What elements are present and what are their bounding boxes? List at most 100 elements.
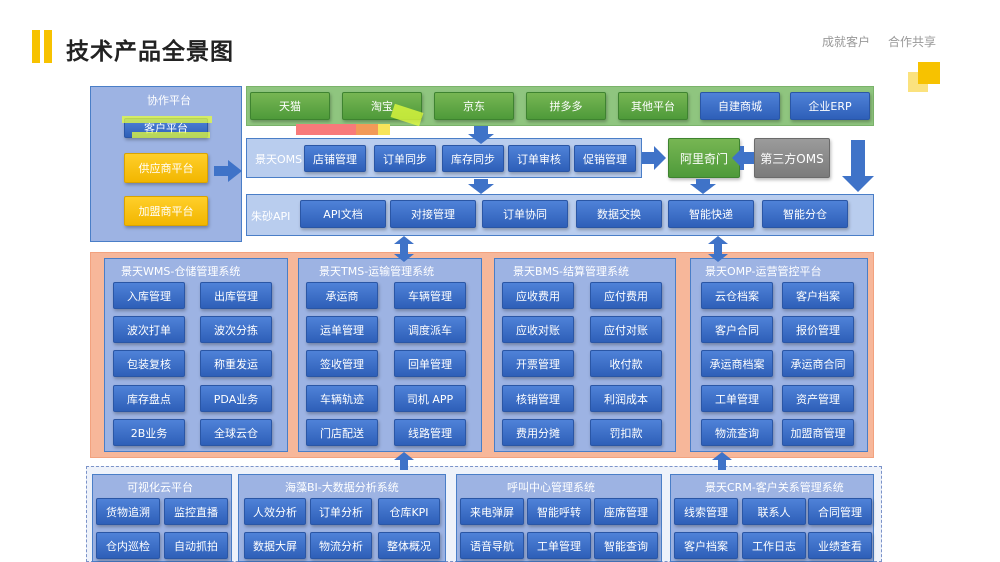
omp-franchise-button[interactable]: 加盟商管理 — [782, 419, 854, 446]
highlight-mark — [132, 132, 210, 138]
wms-pda-button[interactable]: PDA业务 — [200, 385, 272, 412]
omp-title: 景天OMP-运营管控平台 — [705, 265, 822, 278]
bms-cost-allocation-button[interactable]: 费用分摊 — [502, 419, 574, 446]
call-ivr-button[interactable]: 语音导航 — [460, 532, 524, 559]
omp-carrier-contract-button[interactable]: 承运商合同 — [782, 350, 854, 377]
bms-payable-recon-button[interactable]: 应付对账 — [590, 316, 662, 343]
wms-weigh-ship-button[interactable]: 称重发运 — [200, 350, 272, 377]
bi-warehouse-kpi-button[interactable]: 仓库KPI — [378, 498, 440, 525]
tms-dispatch-button[interactable]: 调度派车 — [394, 316, 466, 343]
oms-promotion-button[interactable]: 促销管理 — [574, 145, 636, 172]
api-data-exchange-button[interactable]: 数据交换 — [576, 200, 662, 228]
omp-asset-button[interactable]: 资产管理 — [782, 385, 854, 412]
collab-platform-title: 协作平台 — [147, 94, 191, 107]
oms-store-management-button[interactable]: 店铺管理 — [304, 145, 366, 172]
bi-overview-button[interactable]: 整体概况 — [378, 532, 440, 559]
call-smart-transfer-button[interactable]: 智能呼转 — [527, 498, 591, 525]
franchise-platform-button[interactable]: 加盟商平台 — [124, 196, 208, 226]
call-smart-query-button[interactable]: 智能查询 — [594, 532, 658, 559]
bms-receivable-fee-button[interactable]: 应收费用 — [502, 282, 574, 309]
bms-invoice-button[interactable]: 开票管理 — [502, 350, 574, 377]
channel-other-button[interactable]: 其他平台 — [618, 92, 688, 120]
tms-track-button[interactable]: 车辆轨迹 — [306, 385, 378, 412]
api-order-collab-button[interactable]: 订单协同 — [482, 200, 568, 228]
oms-inventory-sync-button[interactable]: 库存同步 — [442, 145, 504, 172]
api-smart-warehouse-button[interactable]: 智能分仓 — [762, 200, 848, 228]
omp-quote-button[interactable]: 报价管理 — [782, 316, 854, 343]
channel-jd-button[interactable]: 京东 — [434, 92, 514, 120]
tms-driver-app-button[interactable]: 司机 APP — [394, 385, 466, 412]
visual-cloud-title: 可视化云平台 — [127, 481, 193, 494]
bi-efficiency-button[interactable]: 人效分析 — [244, 498, 306, 525]
crm-performance-button[interactable]: 业绩查看 — [808, 532, 872, 559]
channel-own-mall-button[interactable]: 自建商城 — [700, 92, 780, 120]
bms-payment-button[interactable]: 收付款 — [590, 350, 662, 377]
wms-wave-sort-button[interactable]: 波次分拣 — [200, 316, 272, 343]
tms-store-delivery-button[interactable]: 门店配送 — [306, 419, 378, 446]
third-party-oms-button[interactable]: 第三方OMS — [754, 138, 830, 178]
crm-contract-button[interactable]: 合同管理 — [808, 498, 872, 525]
wms-pack-check-button[interactable]: 包装复核 — [113, 350, 185, 377]
vis-patrol-button[interactable]: 仓内巡检 — [96, 532, 160, 559]
channel-tmall-button[interactable]: 天猫 — [250, 92, 330, 120]
crm-title: 景天CRM-客户关系管理系统 — [705, 481, 844, 494]
supplier-platform-button[interactable]: 供应商平台 — [124, 153, 208, 183]
arrow-right-icon — [642, 146, 666, 170]
call-popup-button[interactable]: 来电弹屏 — [460, 498, 524, 525]
omp-customer-contract-button[interactable]: 客户合同 — [701, 316, 773, 343]
bms-writeoff-button[interactable]: 核销管理 — [502, 385, 574, 412]
crm-worklog-button[interactable]: 工作日志 — [742, 532, 806, 559]
call-ticket-button[interactable]: 工单管理 — [527, 532, 591, 559]
title-accent-bar — [44, 30, 52, 63]
bms-profit-cost-button[interactable]: 利润成本 — [590, 385, 662, 412]
omp-customer-archive-button[interactable]: 客户档案 — [782, 282, 854, 309]
bms-payable-fee-button[interactable]: 应付费用 — [590, 282, 662, 309]
arrow-left-icon — [740, 146, 754, 170]
wms-2b-button[interactable]: 2B业务 — [113, 419, 185, 446]
bi-logistics-analysis-button[interactable]: 物流分析 — [310, 532, 372, 559]
arrow-down-icon — [468, 179, 494, 194]
crm-contact-button[interactable]: 联系人 — [742, 498, 806, 525]
tms-vehicle-button[interactable]: 车辆管理 — [394, 282, 466, 309]
arrow-down-icon — [842, 140, 874, 192]
bi-order-analysis-button[interactable]: 订单分析 — [310, 498, 372, 525]
color-mark-yellow — [378, 124, 390, 135]
wms-outbound-button[interactable]: 出库管理 — [200, 282, 272, 309]
wms-stocktake-button[interactable]: 库存盘点 — [113, 385, 185, 412]
omp-ticket-button[interactable]: 工单管理 — [701, 385, 773, 412]
omp-warehouse-archive-button[interactable]: 云仓档案 — [701, 282, 773, 309]
api-smart-express-button[interactable]: 智能快递 — [668, 200, 754, 228]
tms-receipt-button[interactable]: 回单管理 — [394, 350, 466, 377]
call-seat-button[interactable]: 座席管理 — [594, 498, 658, 525]
tms-route-button[interactable]: 线路管理 — [394, 419, 466, 446]
tms-waybill-button[interactable]: 运单管理 — [306, 316, 378, 343]
channel-pdd-button[interactable]: 拼多多 — [526, 92, 606, 120]
wms-title: 景天WMS-仓储管理系统 — [121, 265, 241, 278]
oms-order-review-button[interactable]: 订单审核 — [508, 145, 570, 172]
crm-customer-archive-button[interactable]: 客户档案 — [674, 532, 738, 559]
color-mark-red — [296, 124, 356, 135]
vis-live-button[interactable]: 监控直播 — [164, 498, 228, 525]
api-docs-button[interactable]: API文档 — [300, 200, 386, 228]
channel-erp-button[interactable]: 企业ERP — [790, 92, 870, 120]
tms-signoff-button[interactable]: 签收管理 — [306, 350, 378, 377]
oms-order-sync-button[interactable]: 订单同步 — [374, 145, 436, 172]
ali-qimen-button[interactable]: 阿里奇门 — [668, 138, 740, 178]
crm-lead-button[interactable]: 线索管理 — [674, 498, 738, 525]
bms-receivable-recon-button[interactable]: 应收对账 — [502, 316, 574, 343]
vis-snapshot-button[interactable]: 自动抓拍 — [164, 532, 228, 559]
api-integration-button[interactable]: 对接管理 — [390, 200, 476, 228]
bms-penalty-button[interactable]: 罚扣款 — [590, 419, 662, 446]
omp-logistics-query-button[interactable]: 物流查询 — [701, 419, 773, 446]
nav-link-success[interactable]: 成就客户 — [822, 35, 871, 49]
vis-trace-button[interactable]: 货物追溯 — [96, 498, 160, 525]
omp-carrier-archive-button[interactable]: 承运商档案 — [701, 350, 773, 377]
wms-global-warehouse-button[interactable]: 全球云仓 — [200, 419, 272, 446]
nav-link-partner[interactable]: 合作共享 — [888, 35, 937, 49]
wms-wave-print-button[interactable]: 波次打单 — [113, 316, 185, 343]
tms-carrier-button[interactable]: 承运商 — [306, 282, 378, 309]
api-label: 朱砂API — [251, 210, 291, 223]
bi-dashboard-button[interactable]: 数据大屏 — [244, 532, 306, 559]
decorative-square — [918, 62, 940, 84]
wms-inbound-button[interactable]: 入库管理 — [113, 282, 185, 309]
